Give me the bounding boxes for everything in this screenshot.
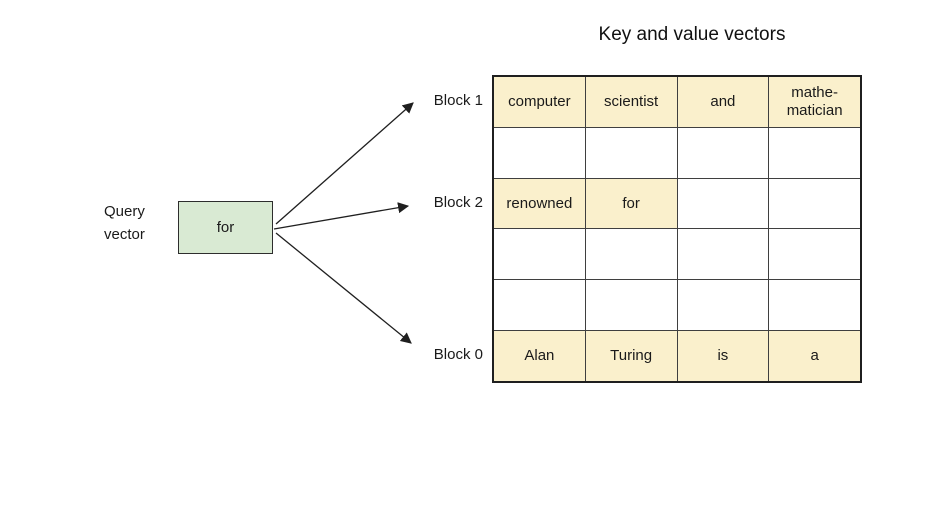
table-cell: mathe- matician [769,77,860,127]
table-cell: Turing [585,331,678,381]
arrow-to-block0 [275,232,412,344]
arrow-to-block1 [275,102,414,225]
query-vector-value: for [216,219,235,236]
table-cell [586,280,678,331]
block-2-label: Block 2 [433,194,483,211]
table-cell: is [677,331,770,381]
table-cell [494,229,586,280]
table-cell: for [585,178,678,229]
table-row [494,280,860,332]
query-vector-label: Query vector [104,203,145,243]
table-cell [494,280,586,331]
block-0-label: Block 0 [433,346,483,363]
table-cell [678,127,770,178]
table-cell [586,127,678,178]
table-row: Alan Turing is a [494,331,860,381]
table-cell [769,179,860,229]
table-cell [769,280,860,330]
table-cell: renowned [494,178,586,229]
diagram-title: Key and value vectors [598,24,786,45]
table-cell: and [677,77,770,127]
table-cell: scientist [585,77,678,127]
table-cell [678,178,770,229]
table-row [494,229,860,281]
table-cell [769,229,860,279]
table-cell [678,280,770,331]
table-cell [494,127,586,178]
key-value-table: computer scientist and mathe- matician r… [492,75,862,383]
query-vector-box: for [178,201,273,254]
table-cell [769,128,860,178]
table-row: renowned for [494,178,860,230]
table-row: computer scientist and mathe- matician [494,77,860,128]
table-row [494,127,860,179]
table-cell: computer [494,77,586,127]
table-cell [586,229,678,280]
table-cell [678,229,770,280]
arrow-to-block2 [273,202,410,230]
block-1-label: Block 1 [433,92,483,109]
table-cell: a [769,331,860,381]
table-cell: Alan [494,331,586,381]
